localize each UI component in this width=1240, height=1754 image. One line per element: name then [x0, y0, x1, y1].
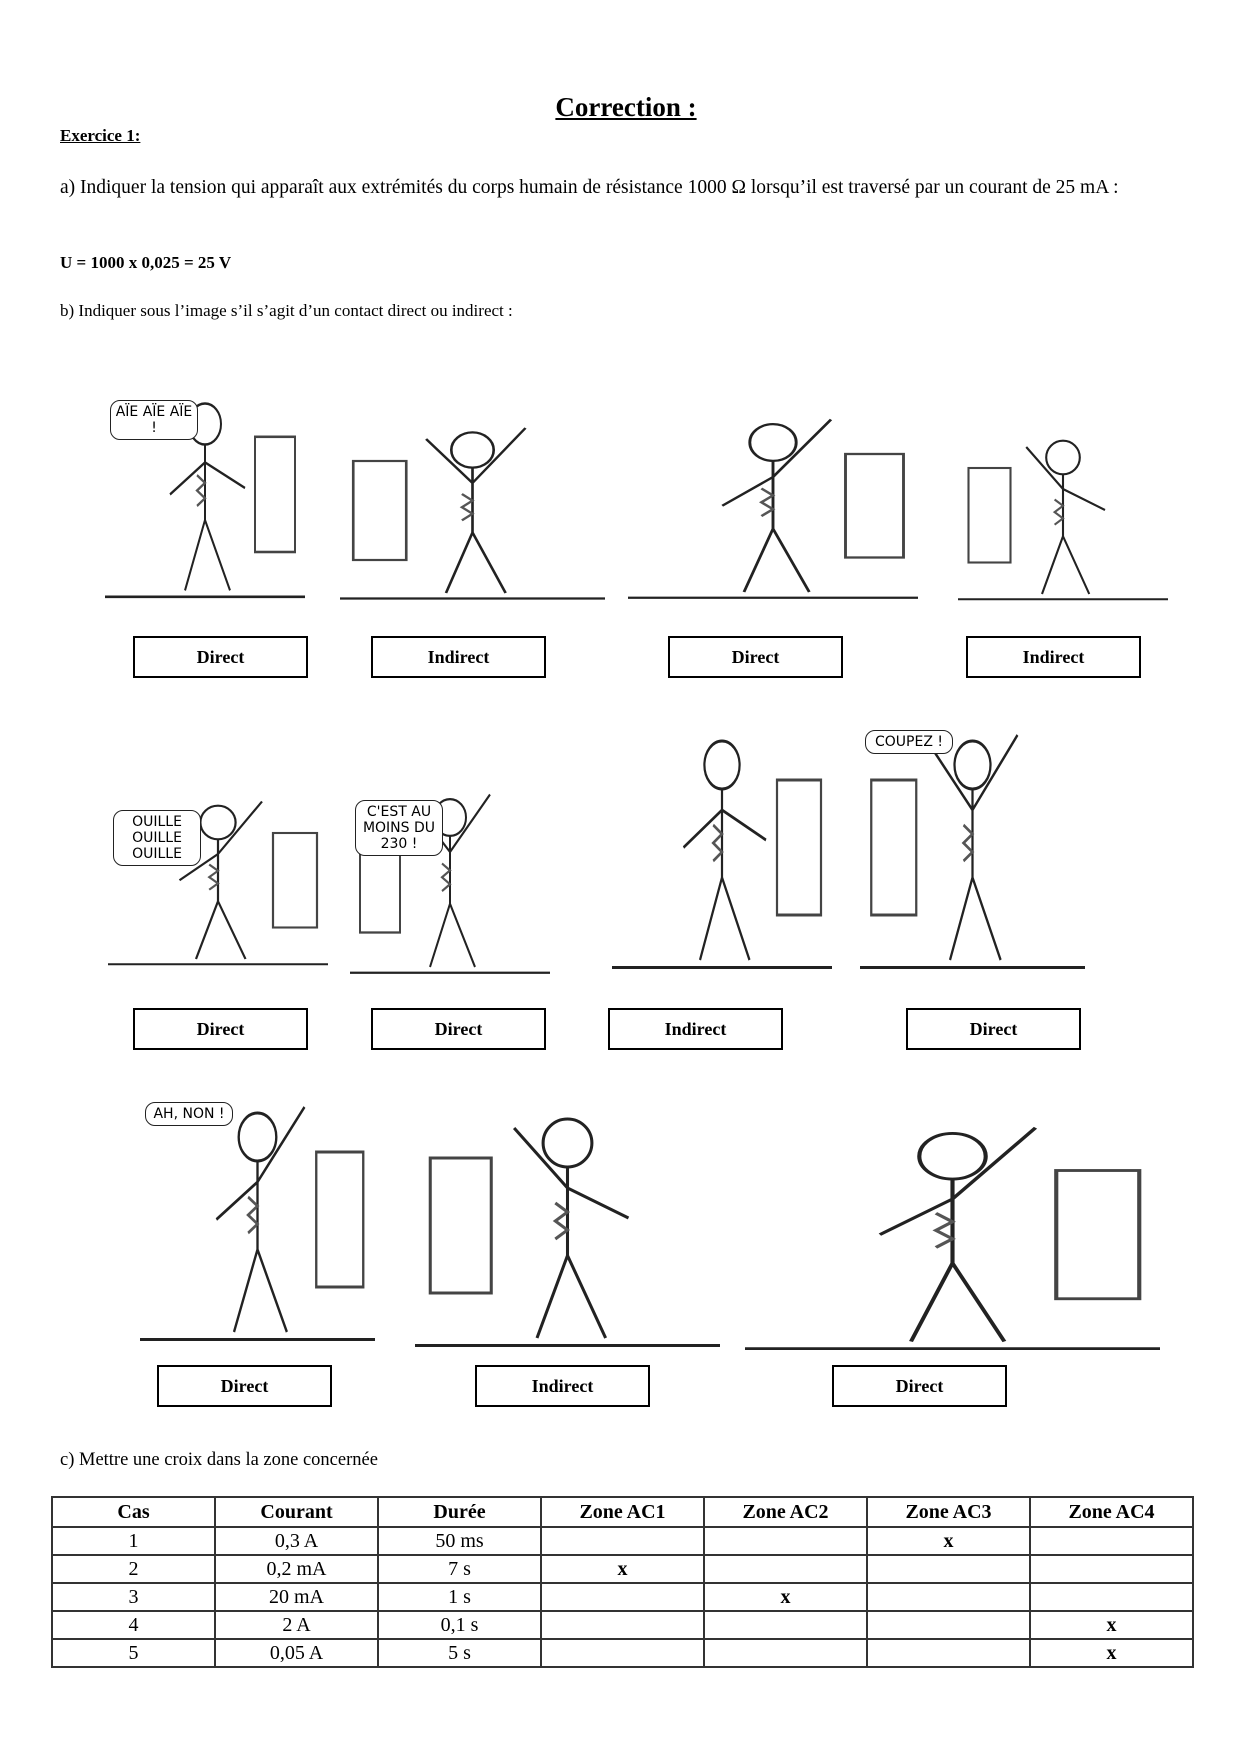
contact-type-label: Direct [157, 1365, 332, 1407]
question-b: b) Indiquer sous l’image s’il s’agit d’u… [60, 301, 513, 320]
table-cell: 0,05 A [214, 1638, 379, 1668]
zone-cell [866, 1582, 1031, 1612]
zone-cell [866, 1554, 1031, 1584]
illustration-6 [350, 760, 550, 990]
column-header: Cas [51, 1496, 216, 1528]
table-cell: 1 [51, 1526, 216, 1556]
zone-cell [540, 1582, 705, 1612]
table-cell: 0,2 mA [214, 1554, 379, 1584]
question-c: c) Mettre une croix dans la zone concern… [60, 1450, 378, 1470]
zone-cell [703, 1526, 868, 1556]
table-cell: 5 [51, 1638, 216, 1668]
zone-cell: x [1029, 1638, 1194, 1668]
zone-cell [1029, 1526, 1194, 1556]
page-title: Correction : [555, 92, 697, 122]
table-cell: 0,1 s [377, 1610, 542, 1640]
zone-cell: x [1029, 1610, 1194, 1640]
illustration-10 [415, 1068, 720, 1368]
illustration-9 [140, 1062, 375, 1362]
speech-bubble: C'EST AU MOINS DU 230 ! [355, 800, 443, 856]
contact-type-label: Direct [133, 636, 308, 678]
illustration-2 [340, 395, 605, 615]
table-cell: 20 mA [214, 1582, 379, 1612]
zone-cell [703, 1610, 868, 1640]
table-cell: 5 s [377, 1638, 542, 1668]
column-header: Zone AC4 [1029, 1496, 1194, 1528]
contact-type-label: Direct [832, 1365, 1007, 1407]
illustration-3 [628, 385, 918, 615]
column-header: Zone AC2 [703, 1496, 868, 1528]
zone-cell [703, 1554, 868, 1584]
zone-cell [703, 1638, 868, 1668]
zone-cell [1029, 1554, 1194, 1584]
zone-cell [866, 1610, 1031, 1640]
illustration-1 [105, 360, 305, 616]
speech-bubble: OUILLE OUILLE OUILLE [113, 810, 201, 866]
contact-type-label: Indirect [475, 1365, 650, 1407]
zone-cell [540, 1638, 705, 1668]
table-cell: 1 s [377, 1582, 542, 1612]
speech-bubble: COUPEZ ! [865, 730, 953, 754]
contact-type-label: Indirect [966, 636, 1141, 678]
column-header: Durée [377, 1496, 542, 1528]
table-cell: 50 ms [377, 1526, 542, 1556]
zone-cell: x [866, 1526, 1031, 1556]
table-cell: 7 s [377, 1554, 542, 1584]
illustration-11 [745, 1085, 1160, 1370]
table-cell: 0,3 A [214, 1526, 379, 1556]
zone-cell [540, 1526, 705, 1556]
illustration-7 [612, 690, 832, 990]
speech-bubble: AÏE AÏE AÏE ! [110, 400, 198, 440]
zone-cell [866, 1638, 1031, 1668]
contact-type-label: Direct [371, 1008, 546, 1050]
contact-type-label: Direct [906, 1008, 1081, 1050]
contact-type-label: Indirect [608, 1008, 783, 1050]
zone-cell: x [703, 1582, 868, 1612]
zone-cell [1029, 1582, 1194, 1612]
answer-a: U = 1000 x 0,025 = 25 V [60, 253, 232, 272]
illustration-5 [108, 770, 328, 980]
contact-type-label: Indirect [371, 636, 546, 678]
illustration-4 [958, 405, 1168, 615]
column-header: Courant [214, 1496, 379, 1528]
column-header: Zone AC3 [866, 1496, 1031, 1528]
contact-type-label: Direct [668, 636, 843, 678]
question-a: a) Indiquer la tension qui apparaît aux … [60, 177, 1119, 198]
zone-cell [540, 1610, 705, 1640]
table-cell: 2 A [214, 1610, 379, 1640]
table-cell: 4 [51, 1610, 216, 1640]
zone-cell: x [540, 1554, 705, 1584]
table-cell: 2 [51, 1554, 216, 1584]
table-cell: 3 [51, 1582, 216, 1612]
column-header: Zone AC1 [540, 1496, 705, 1528]
illustration-8 [860, 690, 1085, 990]
speech-bubble: AH, NON ! [145, 1102, 233, 1126]
exercise-heading: Exercice 1: [60, 126, 141, 145]
contact-type-label: Direct [133, 1008, 308, 1050]
